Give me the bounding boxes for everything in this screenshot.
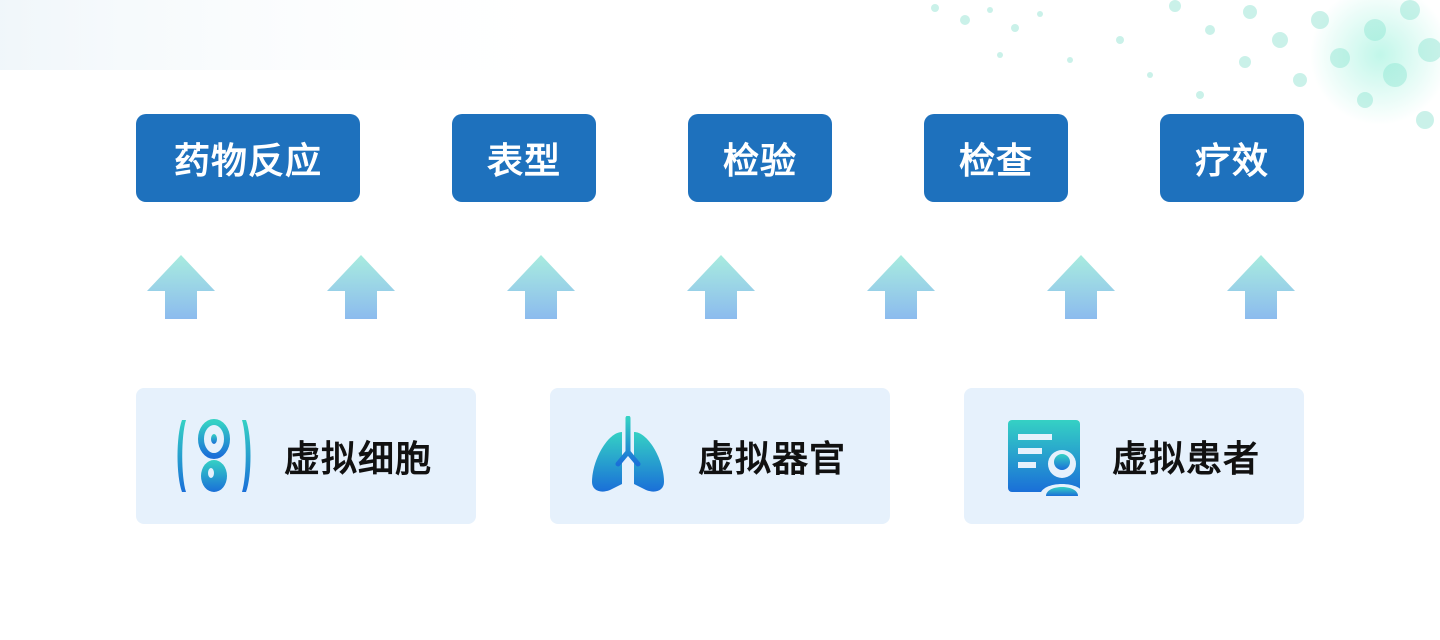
up-arrow-icon: [147, 255, 215, 319]
outcome-examination: 检查: [924, 114, 1068, 202]
up-arrow-icon: [1227, 255, 1295, 319]
up-arrow-icon: [867, 255, 935, 319]
outcome-label: 检查: [958, 141, 1033, 182]
outcome-label: 疗效: [1194, 141, 1269, 182]
model-label: 虚拟患者: [1112, 439, 1261, 480]
outcome-label: 药物反应: [173, 141, 322, 182]
outcome-phenotype: 表型: [452, 114, 596, 202]
outcome-lab-test: 检验: [688, 114, 832, 202]
model-card-virtual-organ: 虚拟器官: [550, 388, 890, 524]
model-card-virtual-patient: 虚拟患者: [964, 388, 1304, 524]
up-arrow-icon: [507, 255, 575, 319]
cell-icon: [177, 419, 251, 492]
outcome-label: 表型: [486, 141, 561, 182]
up-arrow-icon: [1047, 255, 1115, 319]
patient-record-icon: [1008, 420, 1084, 496]
up-arrow-icon: [327, 255, 395, 319]
outcome-drug-response: 药物反应: [136, 114, 360, 202]
lungs-icon: [592, 416, 664, 492]
outcome-label: 检验: [722, 141, 797, 182]
outcome-efficacy: 疗效: [1160, 114, 1304, 202]
model-label: 虚拟器官: [698, 439, 847, 480]
model-card-virtual-cell: 虚拟细胞: [136, 388, 476, 524]
up-arrow-icon: [687, 255, 755, 319]
model-label: 虚拟细胞: [284, 439, 433, 480]
